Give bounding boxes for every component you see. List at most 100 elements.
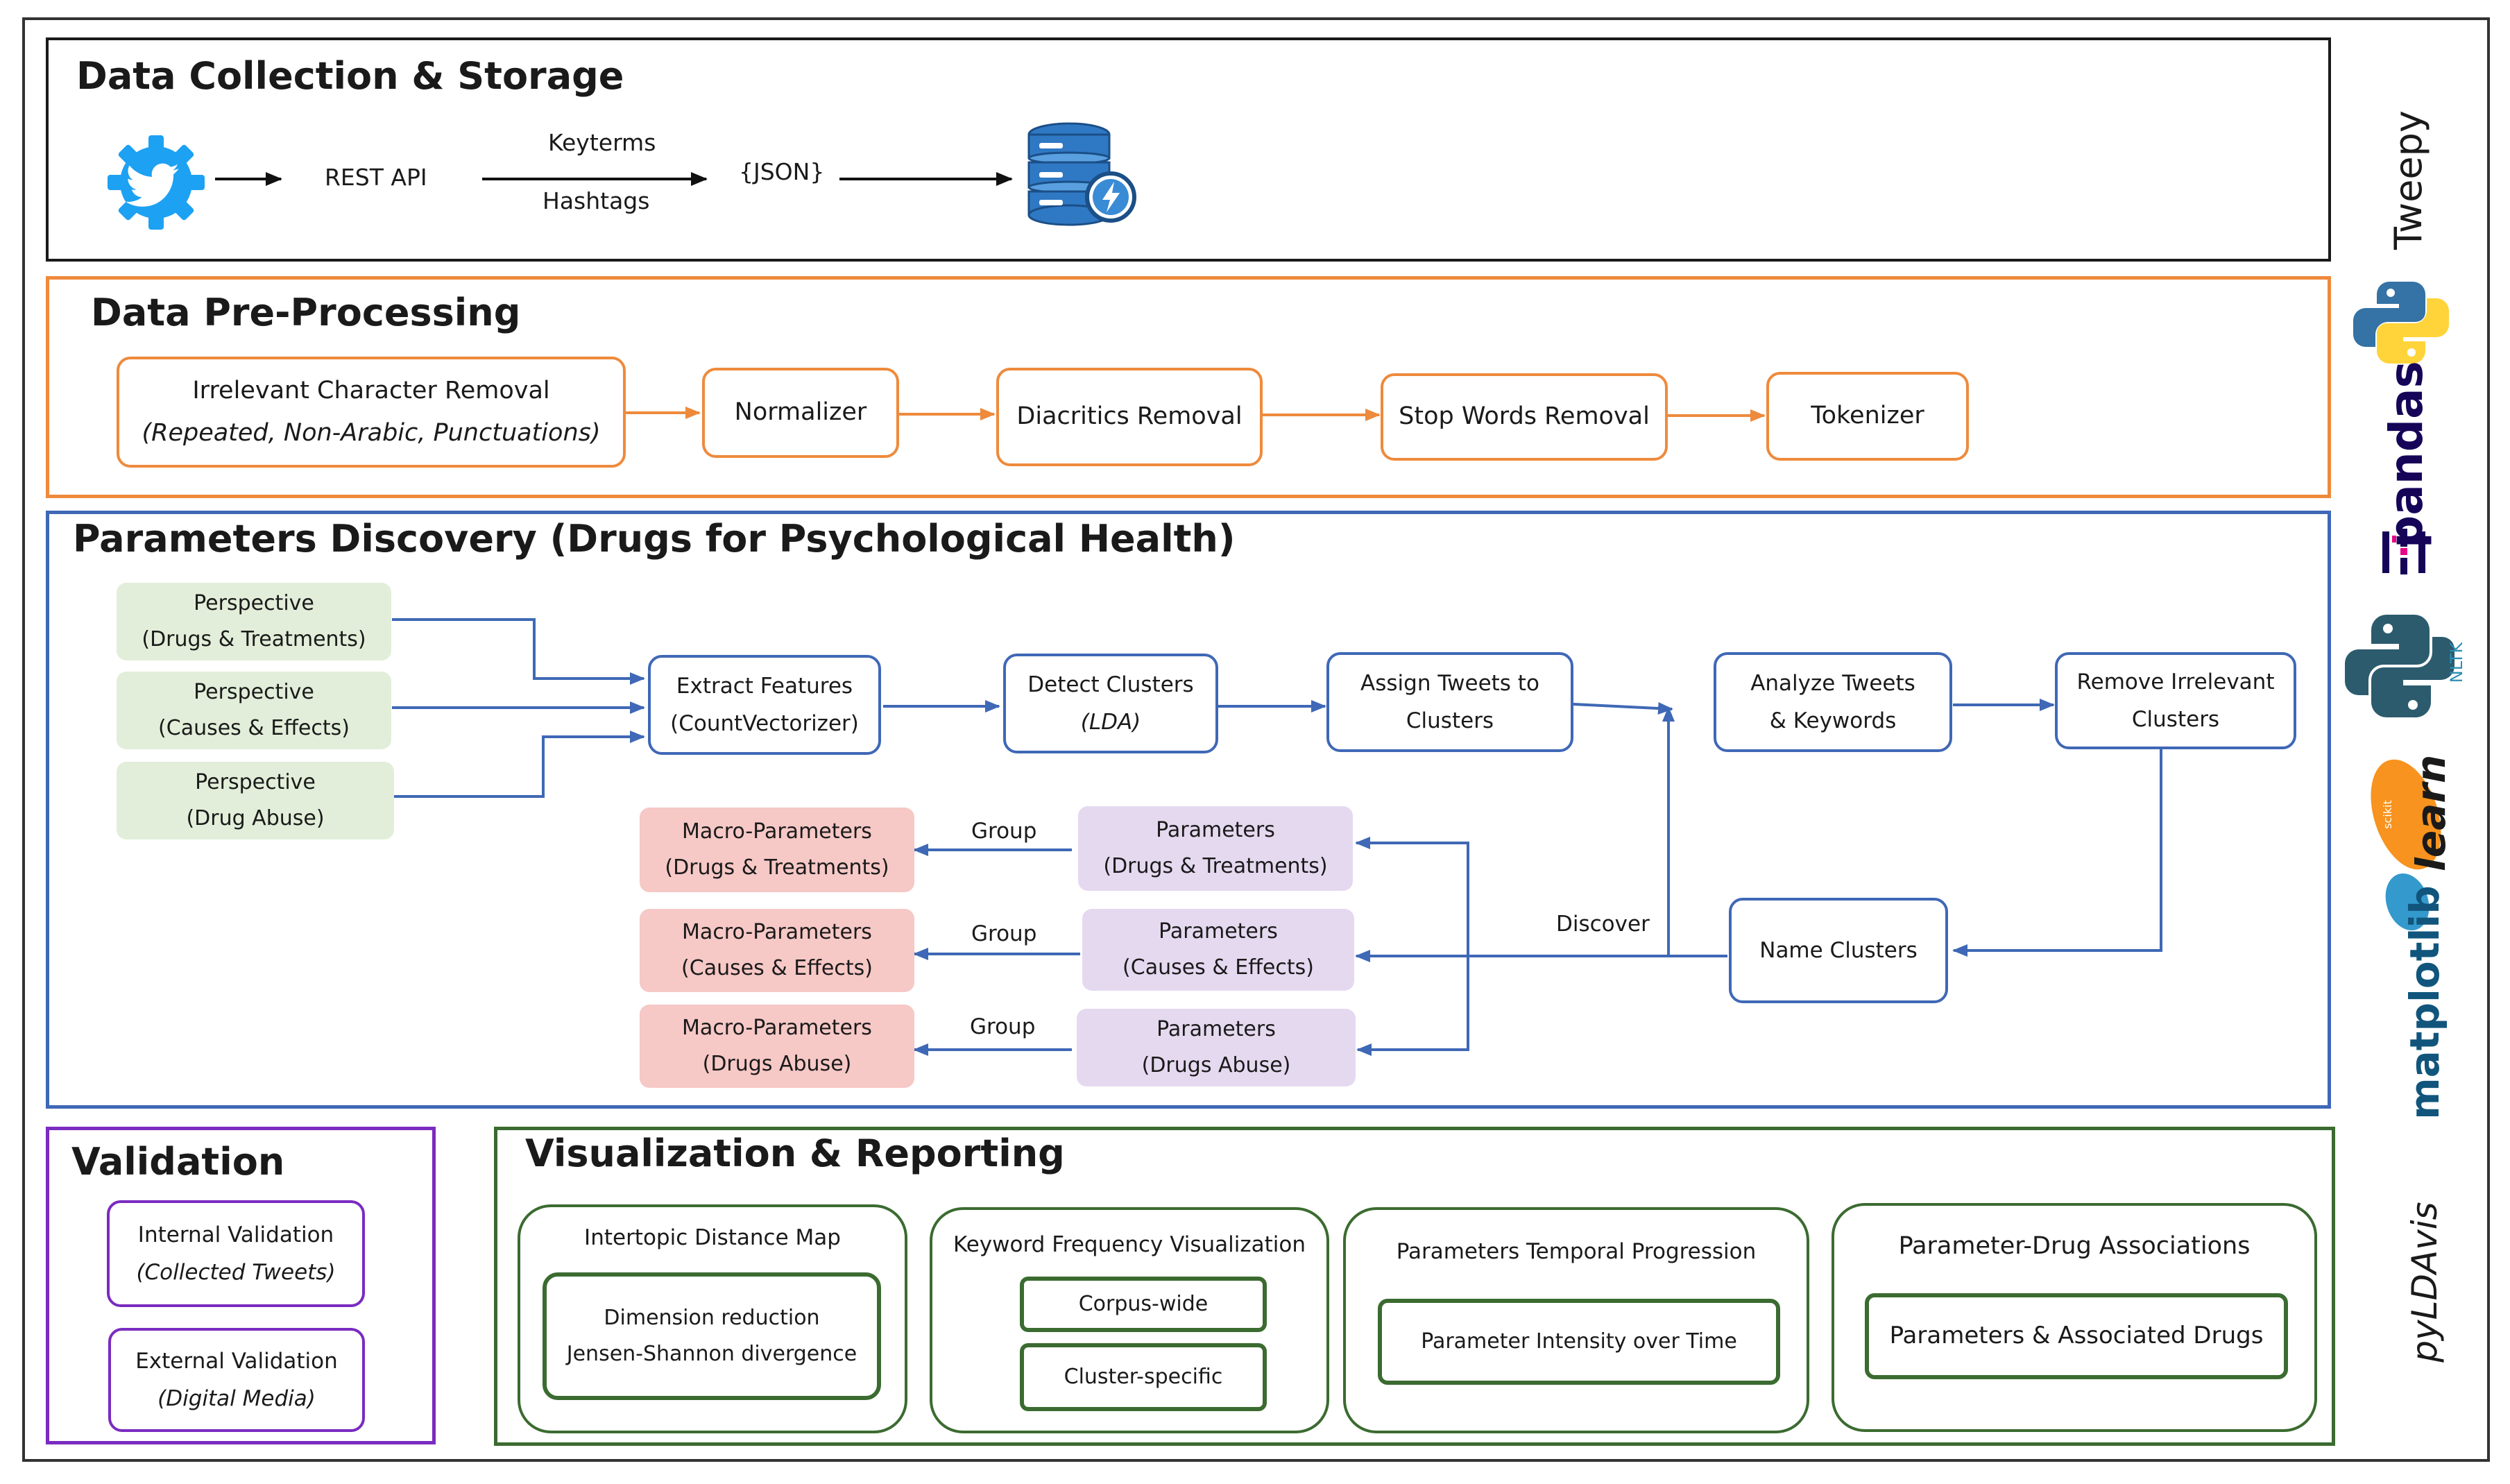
arrow-persp-1	[392, 618, 645, 685]
step-line1: Stop Words Removal	[1399, 402, 1650, 431]
panel-inner-box: Parameters & Associated Drugs	[1865, 1293, 2288, 1379]
section-validation: Validation	[46, 1127, 436, 1444]
step-line1: Tokenizer	[1811, 402, 1924, 430]
box-line2: (Causes & Effects)	[681, 956, 873, 980]
step-line1: Diacritics Removal	[1016, 402, 1243, 431]
box-line1: Macro-Parameters	[682, 819, 872, 844]
panel-inner-box: Parameter Intensity over Time	[1378, 1299, 1780, 1385]
pandas-bars-icon	[2382, 529, 2425, 574]
rest-api-label: REST API	[325, 164, 427, 191]
discover-label: Discover	[1556, 912, 1650, 937]
box-line1: Perspective	[194, 679, 314, 704]
step-diacritics-removal: Diacritics Removal	[996, 368, 1263, 466]
section-title: Validation	[71, 1140, 285, 1184]
box-line2: (CountVectorizer)	[670, 711, 859, 736]
box-line1: Remove Irrelevant	[2076, 669, 2275, 694]
panel-title: Keyword Frequency Visualization	[953, 1232, 1306, 1257]
box-line1: External Validation	[135, 1348, 338, 1374]
macro-parameters-drugs-treatments: Macro-Parameters (Drugs & Treatments)	[640, 808, 914, 892]
box-line2: Clusters	[1406, 708, 1494, 733]
panel-title: Intertopic Distance Map	[584, 1225, 841, 1250]
keyterms-label: Keyterms	[548, 129, 656, 156]
step-detect-clusters: Detect Clusters (LDA)	[1003, 654, 1218, 753]
box-line1: Parameters	[1159, 919, 1278, 944]
box-line2: (Digital Media)	[157, 1386, 316, 1411]
outer-frame	[22, 17, 2490, 1462]
perspective-drug-abuse: Perspective (Drug Abuse)	[117, 762, 394, 839]
pandas-label: pandas	[2380, 361, 2433, 548]
section-visualization-reporting: Visualization & Reporting	[494, 1127, 2335, 1446]
scikit-learn-logo: learn scikit	[2366, 753, 2456, 934]
matplotlib-logo: matplotlib	[2401, 885, 2448, 1120]
twitter-gear-icon	[108, 135, 205, 230]
pandas-logo: pandas	[2380, 361, 2435, 583]
box-line2: (Causes & Effects)	[1122, 955, 1314, 980]
database-icon	[1027, 122, 1136, 226]
group-label-1: Group	[971, 819, 1037, 844]
box-line2: (Drugs & Treatments)	[665, 855, 889, 880]
step-tokenizer: Tokenizer	[1766, 372, 1969, 461]
panel-parameters-temporal-progression: Parameters Temporal Progression Paramete…	[1343, 1207, 1809, 1433]
box-line1: Assign Tweets to	[1360, 670, 1539, 696]
box-line2: Clusters	[2131, 707, 2220, 732]
step-stop-words-removal: Stop Words Removal	[1381, 373, 1668, 461]
arrow-branch-params1	[1355, 837, 1469, 956]
step-name-clusters: Name Clusters	[1729, 898, 1948, 1003]
box-line1: Macro-Parameters	[682, 1015, 872, 1040]
step-analyze-tweets: Analyze Tweets & Keywords	[1714, 652, 1952, 752]
parameters-drugs-abuse: Parameters (Drugs Abuse)	[1077, 1009, 1356, 1086]
step-extract-features: Extract Features (CountVectorizer)	[648, 655, 881, 755]
perspective-causes-effects: Perspective (Causes & Effects)	[117, 672, 391, 749]
panel-title: Parameters Temporal Progression	[1396, 1239, 1757, 1264]
panel-intertopic-distance-map: Intertopic Distance Map Dimension reduct…	[518, 1204, 907, 1433]
arrow-remove-name	[1952, 749, 2162, 957]
box-line1: Parameters	[1156, 1016, 1276, 1041]
section-preprocessing: Data Pre-Processing	[46, 276, 2331, 498]
box-line1: Parameters & Associated Drugs	[1889, 1322, 2264, 1350]
tweepy-label: Tweepy	[2387, 110, 2430, 250]
box-line2: (Drug Abuse)	[186, 806, 325, 830]
box-line1: Macro-Parameters	[682, 919, 872, 944]
nltk-label: NLTK	[2447, 642, 2466, 683]
perspective-drugs-treatments: Perspective (Drugs & Treatments)	[117, 583, 391, 660]
step-line1: Normalizer	[734, 398, 867, 427]
step-remove-irrelevant-clusters: Remove Irrelevant Clusters	[2055, 652, 2296, 749]
box-line2: (Causes & Effects)	[158, 716, 350, 740]
box-line1: Perspective	[194, 590, 314, 615]
box-line1: Perspective	[195, 769, 316, 794]
box-line2: (Drugs Abuse)	[702, 1052, 852, 1076]
box-line2: (Collected Tweets)	[136, 1260, 336, 1285]
cluster-specific-box: Cluster-specific	[1020, 1343, 1267, 1411]
external-validation: External Validation (Digital Media)	[108, 1328, 365, 1432]
corpus-wide-box: Corpus-wide	[1020, 1277, 1267, 1332]
box-line1: Internal Validation	[137, 1222, 334, 1247]
section-title: Data Pre-Processing	[91, 291, 521, 334]
section-title: Visualization & Reporting	[525, 1132, 1065, 1175]
box-line2: (Drugs Abuse)	[1141, 1053, 1291, 1077]
internal-validation: Internal Validation (Collected Tweets)	[107, 1200, 365, 1307]
group-label-2: Group	[971, 921, 1037, 946]
panel-keyword-frequency-visualization: Keyword Frequency Visualization Corpus-w…	[930, 1207, 1329, 1433]
macro-parameters-causes-effects: Macro-Parameters (Causes & Effects)	[640, 909, 914, 992]
box-line2: (Drugs & Treatments)	[142, 627, 366, 651]
box-line1: Analyze Tweets	[1750, 670, 1915, 696]
arrow-branch-params3	[1356, 956, 1469, 1056]
box-line1: Parameter Intensity over Time	[1421, 1329, 1737, 1354]
section-data-collection: Data Collection & Storage	[46, 37, 2331, 262]
step-assign-tweets: Assign Tweets to Clusters	[1326, 652, 1573, 752]
step-line2: (Repeated, Non-Arabic, Punctuations)	[142, 419, 601, 447]
box-line1: Name Clusters	[1759, 937, 1918, 963]
step-normalizer: Normalizer	[702, 368, 899, 458]
section-parameters-discovery: Parameters Discovery (Drugs for Psycholo…	[46, 511, 2331, 1109]
box-line1: Detect Clusters	[1027, 672, 1194, 697]
step-irrelevant-character-removal: Irrelevant Character Removal (Repeated, …	[117, 357, 626, 468]
step-line1: Irrelevant Character Removal	[192, 376, 550, 404]
arrow-assign-analyze	[1573, 702, 1673, 715]
box-line1: Extract Features	[676, 673, 853, 699]
section-title: Data Collection & Storage	[76, 54, 624, 98]
panel-title: Parameter-Drug Associations	[1898, 1232, 2251, 1260]
arrow-persp-3	[392, 731, 645, 798]
macro-parameters-drugs-abuse: Macro-Parameters (Drugs Abuse)	[640, 1005, 914, 1088]
box-line1: Cluster-specific	[1064, 1364, 1223, 1389]
